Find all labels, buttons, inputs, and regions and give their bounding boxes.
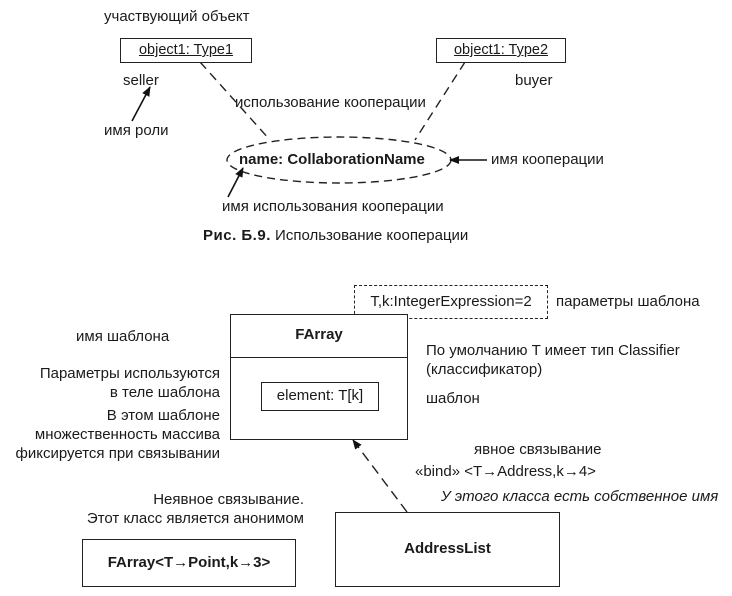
template-class-box[interactable]: FArray element: T[k]: [230, 314, 408, 440]
collaboration-name[interactable]: name: CollaborationName: [239, 151, 425, 168]
default-type-line1: По умолчанию T имеет тип Classifier: [426, 342, 680, 359]
usage-label: использование кооперации: [235, 94, 426, 111]
implicit-binding-line2: Этот класс является анонимом: [86, 510, 304, 527]
bind-expression: «bind» <T→Address,k→4>: [415, 463, 596, 480]
own-name-note: У этого класса есть собственное имя: [441, 488, 719, 505]
collaboration-name-label: имя кооперации: [491, 151, 604, 168]
role-buyer: buyer: [515, 72, 553, 89]
implicit-binding-note: Неявное связывание. Этот класс является …: [40, 490, 304, 528]
arrow-role-name: [131, 86, 151, 122]
template-parameters-box[interactable]: T,k:IntegerExpression=2: [354, 285, 548, 319]
template-parameters-label: параметры шаблона: [556, 293, 700, 310]
object1-box[interactable]: object1: Type1: [120, 38, 252, 63]
default-type-line2: (классификатор): [426, 361, 543, 378]
multiplicity-line2: множественность массива: [34, 426, 220, 443]
multiplicity-line1: В этом шаблоне: [106, 407, 220, 424]
params-used-note: Параметры используются в теле шаблона: [0, 364, 220, 402]
address-list-class[interactable]: AddressList: [335, 512, 560, 587]
explicit-binding-label: явное связывание: [474, 441, 602, 458]
usage-name-label: имя использования кооперации: [222, 198, 444, 215]
params-used-line2: в теле шаблона: [109, 384, 220, 401]
role-name-label: имя роли: [104, 122, 169, 139]
template-name-label: имя шаблона: [76, 328, 170, 345]
multiplicity-line3: фиксируется при связывании: [15, 445, 220, 462]
link-object1-collab: [199, 61, 271, 141]
template-label: шаблон: [426, 390, 480, 407]
arrow-usage-name: [227, 167, 244, 198]
implicit-binding-line1: Неявное связывание.: [153, 491, 304, 508]
object2-box[interactable]: object1: Type2: [436, 38, 566, 63]
figure-caption: Рис. Б.9. Использование кооперации: [203, 227, 468, 244]
params-used-line1: Параметры используются: [39, 365, 220, 382]
participant-label: участвующий объект: [104, 8, 250, 25]
anonymous-bound-class[interactable]: FArray<T→Point,k→3>: [82, 539, 296, 587]
role-seller: seller: [123, 72, 159, 89]
default-type-note: По умолчанию T имеет тип Classifier (кла…: [426, 341, 680, 379]
caption-text: Использование кооперации: [275, 227, 469, 244]
caption-number: Рис. Б.9.: [203, 227, 271, 244]
link-object2-collab: [414, 61, 466, 141]
attribute-box: element: T[k]: [261, 382, 379, 411]
binding-dependency: [352, 439, 408, 513]
template-class-name: FArray: [231, 315, 407, 358]
multiplicity-note: В этом шаблоне множественность массива ф…: [0, 406, 220, 463]
